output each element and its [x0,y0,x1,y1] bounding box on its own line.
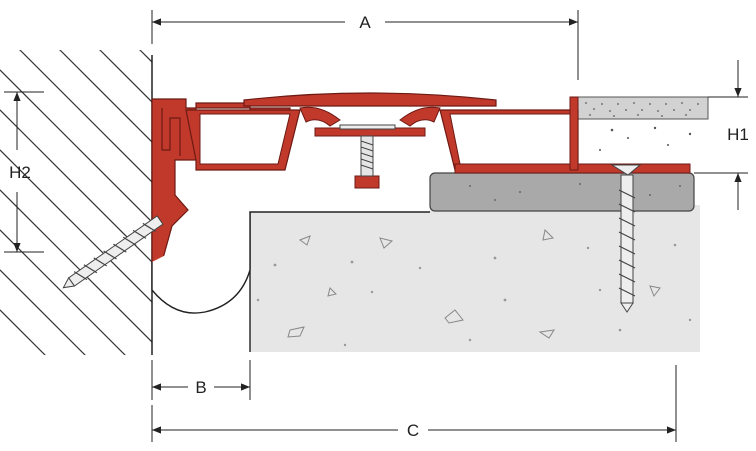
floor-covering [577,96,709,151]
dimension-b: B [151,360,251,400]
joint-gap [151,212,251,314]
dimension-h2: H2 [4,91,44,253]
screw-icon [339,124,396,177]
dimension-c-label: C [407,421,419,440]
anchor-screw-icon [62,215,164,289]
dimension-h1-label: H1 [727,125,749,144]
dimension-c: C [151,365,677,442]
screed-layer [429,172,695,212]
joint-profile [151,92,691,263]
dimension-a: A [151,10,579,80]
dimension-h2-label: H2 [9,163,31,182]
dimension-h1: H1 [694,60,749,210]
concrete-substrate [249,205,700,352]
dimension-b-label: B [195,378,206,397]
dimension-a-label: A [359,13,371,32]
screw-icon [610,164,642,313]
